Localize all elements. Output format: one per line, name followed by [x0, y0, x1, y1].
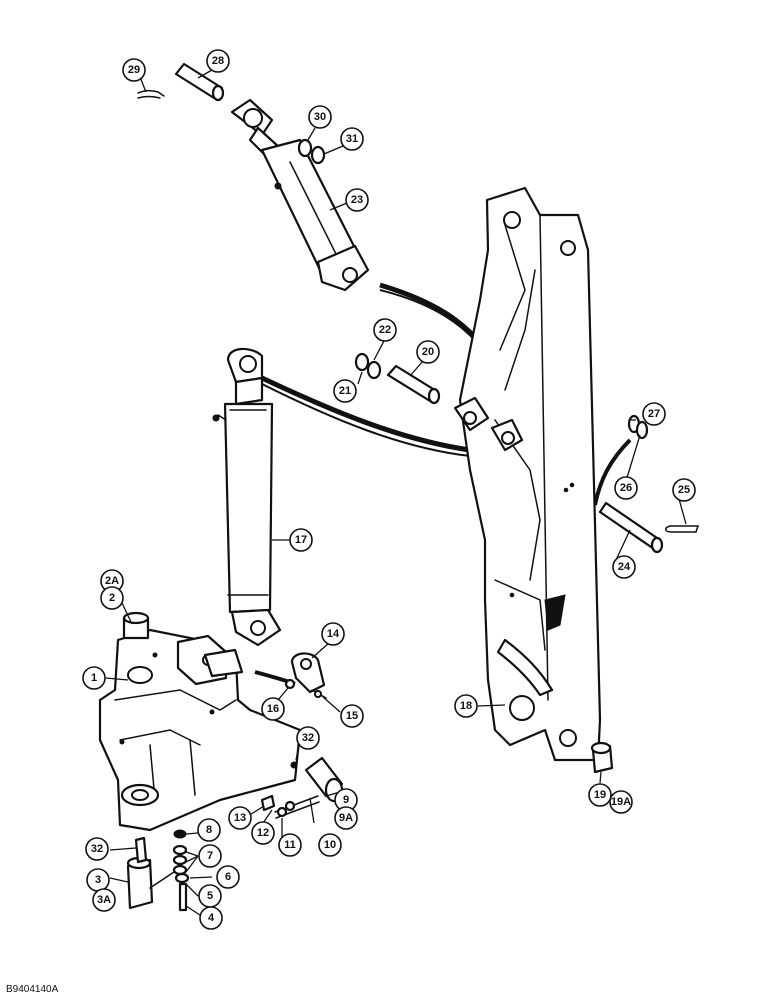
callout-6: 6: [216, 865, 240, 889]
callout-15: 15: [340, 704, 364, 728]
svg-text:32: 32: [91, 843, 103, 855]
arm-pivot-pin: [354, 352, 441, 405]
svg-text:30: 30: [314, 111, 326, 123]
svg-text:15: 15: [346, 710, 358, 722]
svg-text:31: 31: [346, 133, 358, 145]
callout-27: 27: [642, 402, 666, 426]
svg-text:10: 10: [324, 839, 336, 851]
svg-text:11: 11: [284, 839, 296, 851]
upper-washers: [297, 138, 326, 165]
svg-text:2A: 2A: [105, 575, 119, 587]
svg-text:6: 6: [225, 871, 231, 883]
svg-text:3A: 3A: [97, 894, 111, 906]
callout-2: 2: [100, 586, 124, 610]
callout-22: 22: [373, 318, 397, 342]
svg-text:28: 28: [212, 55, 224, 67]
svg-text:32: 32: [302, 732, 314, 744]
callout-32-upper: 32: [296, 726, 320, 750]
callout-12: 12: [251, 821, 275, 845]
callout-17: 17: [289, 528, 313, 552]
callout-21: 21: [333, 379, 357, 403]
svg-text:26: 26: [620, 482, 632, 494]
callout-24: 24: [612, 555, 636, 579]
svg-text:3: 3: [95, 874, 101, 886]
svg-text:8: 8: [206, 824, 212, 836]
callout-8: 8: [197, 818, 221, 842]
svg-text:9: 9: [343, 794, 349, 806]
svg-text:13: 13: [234, 812, 246, 824]
callout-19a: 19A: [609, 790, 633, 814]
callout-1: 1: [82, 666, 106, 690]
callout-10: 10: [318, 833, 342, 857]
loader-arm: [453, 186, 602, 762]
callout-3: 3: [86, 868, 110, 892]
svg-text:29: 29: [128, 64, 140, 76]
link-plate: [284, 652, 327, 699]
svg-text:5: 5: [207, 890, 213, 902]
svg-text:20: 20: [422, 346, 434, 358]
callout-7: 7: [198, 844, 222, 868]
svg-text:7: 7: [207, 850, 213, 862]
callout-4: 4: [199, 906, 223, 930]
callout-16: 16: [261, 697, 285, 721]
callout-32-lower: 32: [85, 837, 109, 861]
svg-text:9A: 9A: [339, 812, 353, 824]
svg-text:19A: 19A: [611, 796, 631, 808]
svg-text:21: 21: [339, 385, 351, 397]
bushing: [590, 741, 614, 774]
svg-text:19: 19: [594, 789, 606, 801]
svg-text:24: 24: [618, 561, 631, 573]
callout-23: 23: [345, 188, 369, 212]
callout-9a: 9A: [334, 806, 358, 830]
callout-25: 25: [672, 478, 696, 502]
callout-2a: 2A: [100, 569, 124, 593]
callout-13: 13: [228, 806, 252, 830]
frame-base: [98, 611, 302, 832]
callout-11: 11: [278, 833, 302, 857]
upper-pin-and-cotter: [137, 62, 225, 102]
svg-text:12: 12: [257, 827, 269, 839]
frame-stud-pin: [126, 829, 190, 912]
lower-hydraulic-cylinder: [212, 347, 282, 647]
callout-29: 29: [122, 58, 146, 82]
callout-28: 28: [206, 49, 230, 73]
upper-hydraulic-cylinder: [230, 98, 370, 292]
svg-text:18: 18: [460, 700, 472, 712]
svg-text:23: 23: [351, 194, 363, 206]
svg-text:22: 22: [379, 324, 391, 336]
callout-26: 26: [614, 476, 638, 500]
svg-text:4: 4: [208, 912, 215, 924]
svg-text:16: 16: [267, 703, 279, 715]
leader-lines: [105, 69, 687, 916]
callout-31: 31: [340, 127, 364, 151]
callout-3a: 3A: [92, 888, 116, 912]
callout-20: 20: [416, 340, 440, 364]
callout-19: 19: [588, 783, 612, 807]
svg-text:1: 1: [91, 672, 97, 684]
svg-text:2: 2: [109, 592, 115, 604]
callout-14: 14: [321, 622, 345, 646]
svg-text:27: 27: [648, 408, 660, 420]
svg-text:14: 14: [327, 628, 340, 640]
callout-5: 5: [198, 884, 222, 908]
callout-18: 18: [454, 694, 478, 718]
figure-reference: B9404140A: [6, 984, 59, 995]
callout-30: 30: [308, 105, 332, 129]
callout-9: 9: [334, 788, 358, 812]
svg-text:17: 17: [295, 534, 307, 546]
svg-text:25: 25: [678, 484, 690, 496]
